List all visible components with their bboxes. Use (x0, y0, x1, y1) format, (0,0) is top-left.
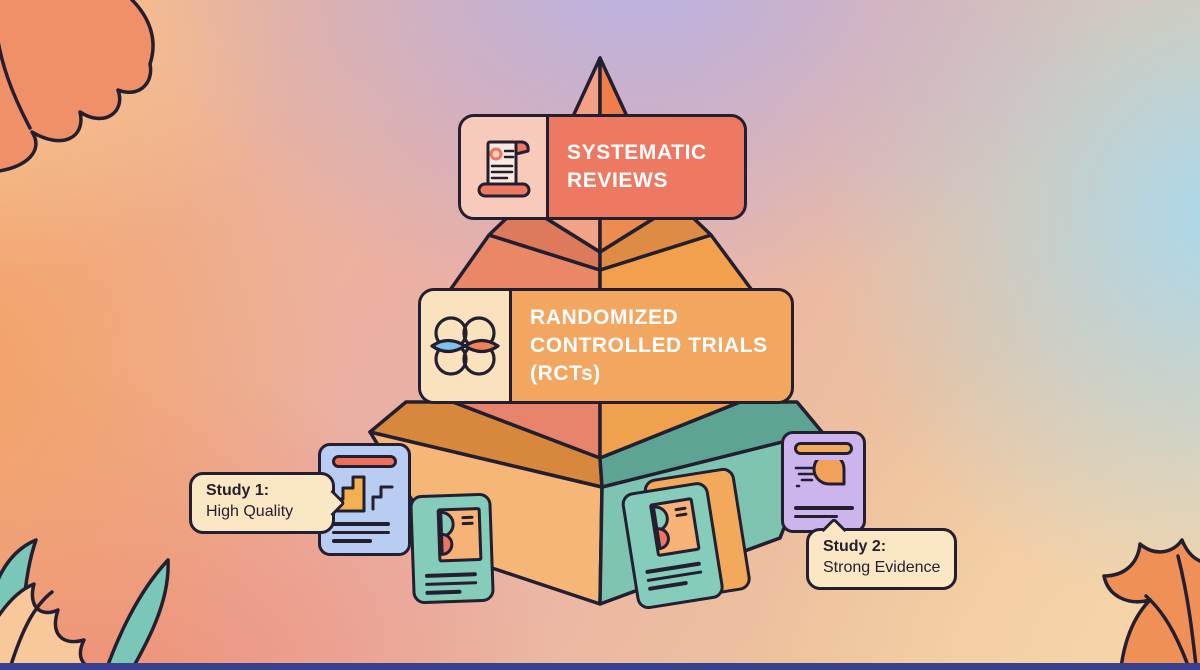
scroll-icon (461, 117, 549, 217)
pyramid-middle-tier (446, 210, 756, 295)
study-card-stack (618, 465, 759, 614)
label-line: CONTROLLED TRIALS (530, 334, 768, 358)
callout-title: Study 2: (823, 538, 887, 555)
doc-title-bar (332, 455, 397, 468)
text-line (794, 506, 854, 510)
leaf-decoration-bottom-right (1102, 538, 1200, 670)
study-card-purple (781, 431, 866, 533)
text-line (332, 530, 390, 534)
label-line: (RCTs) (530, 361, 601, 385)
text-line (332, 522, 390, 526)
label-line: REVIEWS (567, 169, 669, 192)
text-line (424, 572, 477, 578)
callout-study-1: Study 1: High Quality (189, 472, 346, 534)
study-card-teal (409, 492, 495, 605)
callout-title: Study 1: (206, 482, 270, 499)
text-line (425, 589, 462, 595)
text-line (647, 580, 688, 591)
venn-circles-icon (421, 291, 512, 401)
leaf-decoration-top-left (0, 0, 155, 173)
document-b-icon (648, 496, 701, 558)
tier-card-rct: RANDOMIZED CONTROLLED TRIALS (RCTs) (418, 288, 794, 404)
document-b-icon (436, 506, 483, 563)
text-line (425, 580, 478, 586)
text-line (794, 514, 838, 518)
doc-title-bar (794, 442, 853, 455)
systematic-reviews-label: SYSTEMATIC REVIEWS (549, 117, 744, 217)
callout-subtitle: Strong Evidence (823, 558, 941, 576)
bottom-border-strip (0, 663, 1200, 670)
callout-study-2: Study 2: Strong Evidence (806, 517, 958, 590)
step-line-icon (371, 485, 394, 511)
text-line (332, 539, 372, 543)
tier-card-systematic-reviews: SYSTEMATIC REVIEWS (458, 114, 747, 220)
rct-label: RANDOMIZED CONTROLLED TRIALS (RCTs) (512, 291, 791, 401)
study-card-front (619, 480, 726, 611)
callout-subtitle: High Quality (206, 502, 294, 520)
label-line: RANDOMIZED (530, 306, 679, 330)
pie-chart-icon (794, 460, 846, 488)
label-line: SYSTEMATIC (567, 141, 707, 165)
leaf-decoration-bottom-left (0, 538, 170, 670)
